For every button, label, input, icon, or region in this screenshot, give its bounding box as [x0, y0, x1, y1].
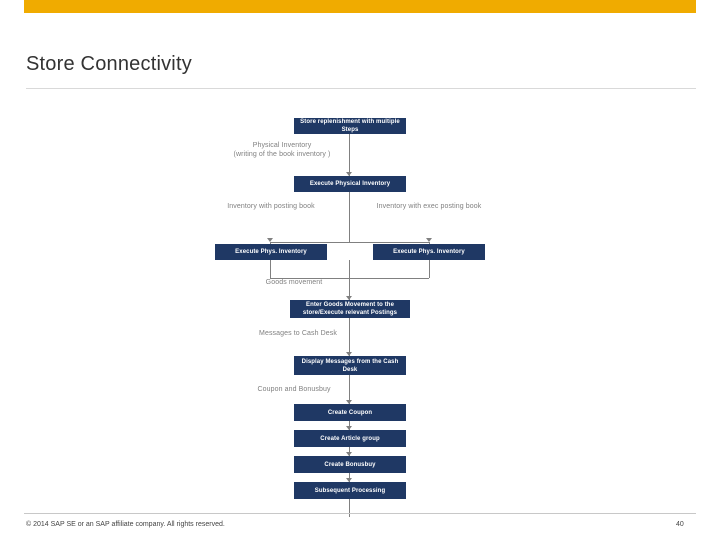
- title-divider: [26, 88, 696, 89]
- branch-right-down: [429, 242, 430, 244]
- node-label: Create Article group: [320, 435, 380, 442]
- merge-right-line: [429, 260, 430, 278]
- footer-divider: [24, 513, 696, 514]
- spine-arrow-1: [346, 172, 352, 176]
- node-label: Execute Phys. Inventory: [393, 249, 465, 255]
- spine-line-7: [349, 447, 350, 456]
- branch-right-arrow: [426, 238, 432, 242]
- node-create-article-group[interactable]: Create Article group: [294, 430, 406, 447]
- spine-arrow-6: [346, 426, 352, 430]
- node-create-coupon[interactable]: Create Coupon: [294, 404, 406, 421]
- branch-left-down: [270, 242, 271, 244]
- note-messages-to-cash-desk: Messages to Cash Desk: [259, 330, 337, 337]
- page-number: 40: [676, 521, 684, 528]
- spine-line-1: [349, 134, 350, 176]
- branch-left-arrow: [267, 238, 273, 242]
- node-label: Execute Phys. Inventory: [235, 249, 307, 255]
- node-label: Create Bonusbuy: [324, 461, 376, 468]
- node-execute-phys-inventory-left[interactable]: Execute Phys. Inventory: [215, 244, 327, 260]
- spine-line-3: [349, 260, 350, 300]
- spine-arrow-8: [346, 478, 352, 482]
- node-label: Execute Physical Inventory: [309, 181, 391, 187]
- spine-arrow-4: [346, 352, 352, 356]
- node-label: Display Messages from the Cash Desk: [301, 358, 399, 373]
- page-title: Store Connectivity: [26, 53, 192, 76]
- merge-left-line: [270, 260, 271, 278]
- note-goods-movement: Goods movement: [265, 279, 323, 286]
- node-display-messages-cash-desk[interactable]: Display Messages from the Cash Desk: [294, 356, 406, 375]
- node-label: Subsequent Processing: [314, 487, 386, 494]
- node-subsequent-processing[interactable]: Subsequent Processing: [294, 482, 406, 499]
- spine-arrow-3: [346, 296, 352, 300]
- node-execute-phys-inventory-right[interactable]: Execute Phys. Inventory: [373, 244, 485, 260]
- spine-line-5: [349, 375, 350, 404]
- node-enter-goods-movement[interactable]: Enter Goods Movement to the store/Execut…: [290, 300, 410, 318]
- branch-top-line: [270, 242, 429, 243]
- note-inventory-with-posting-book: Inventory with posting book: [227, 203, 315, 210]
- note-physical-inventory: Physical Inventory (writing of the book …: [233, 142, 331, 158]
- note-inventory-with-exec-posting-book: Inventory with exec posting book: [376, 203, 482, 210]
- spine-line-4: [349, 318, 350, 356]
- node-execute-physical-inventory[interactable]: Execute Physical Inventory: [294, 176, 406, 192]
- top-accent-bar: [24, 0, 696, 13]
- spine-line-6: [349, 421, 350, 430]
- spine-line-9: [349, 499, 350, 517]
- note-coupon-and-bonusbuy: Coupon and Bonusbuy: [257, 386, 331, 393]
- spine-line-8: [349, 473, 350, 482]
- spine-line-2: [349, 192, 350, 242]
- merge-line: [270, 278, 429, 279]
- node-label: Enter Goods Movement to the store/Execut…: [302, 302, 398, 316]
- footer-copyright: © 2014 SAP SE or an SAP affiliate compan…: [26, 521, 225, 528]
- node-label: Create Coupon: [327, 409, 373, 416]
- spine-arrow-7: [346, 452, 352, 456]
- spine-arrow-5: [346, 400, 352, 404]
- node-label: Store replenishment with multiple Steps: [300, 119, 400, 133]
- node-store-replenishment[interactable]: Store replenishment with multiple Steps: [294, 118, 406, 134]
- node-create-bonusbuy[interactable]: Create Bonusbuy: [294, 456, 406, 473]
